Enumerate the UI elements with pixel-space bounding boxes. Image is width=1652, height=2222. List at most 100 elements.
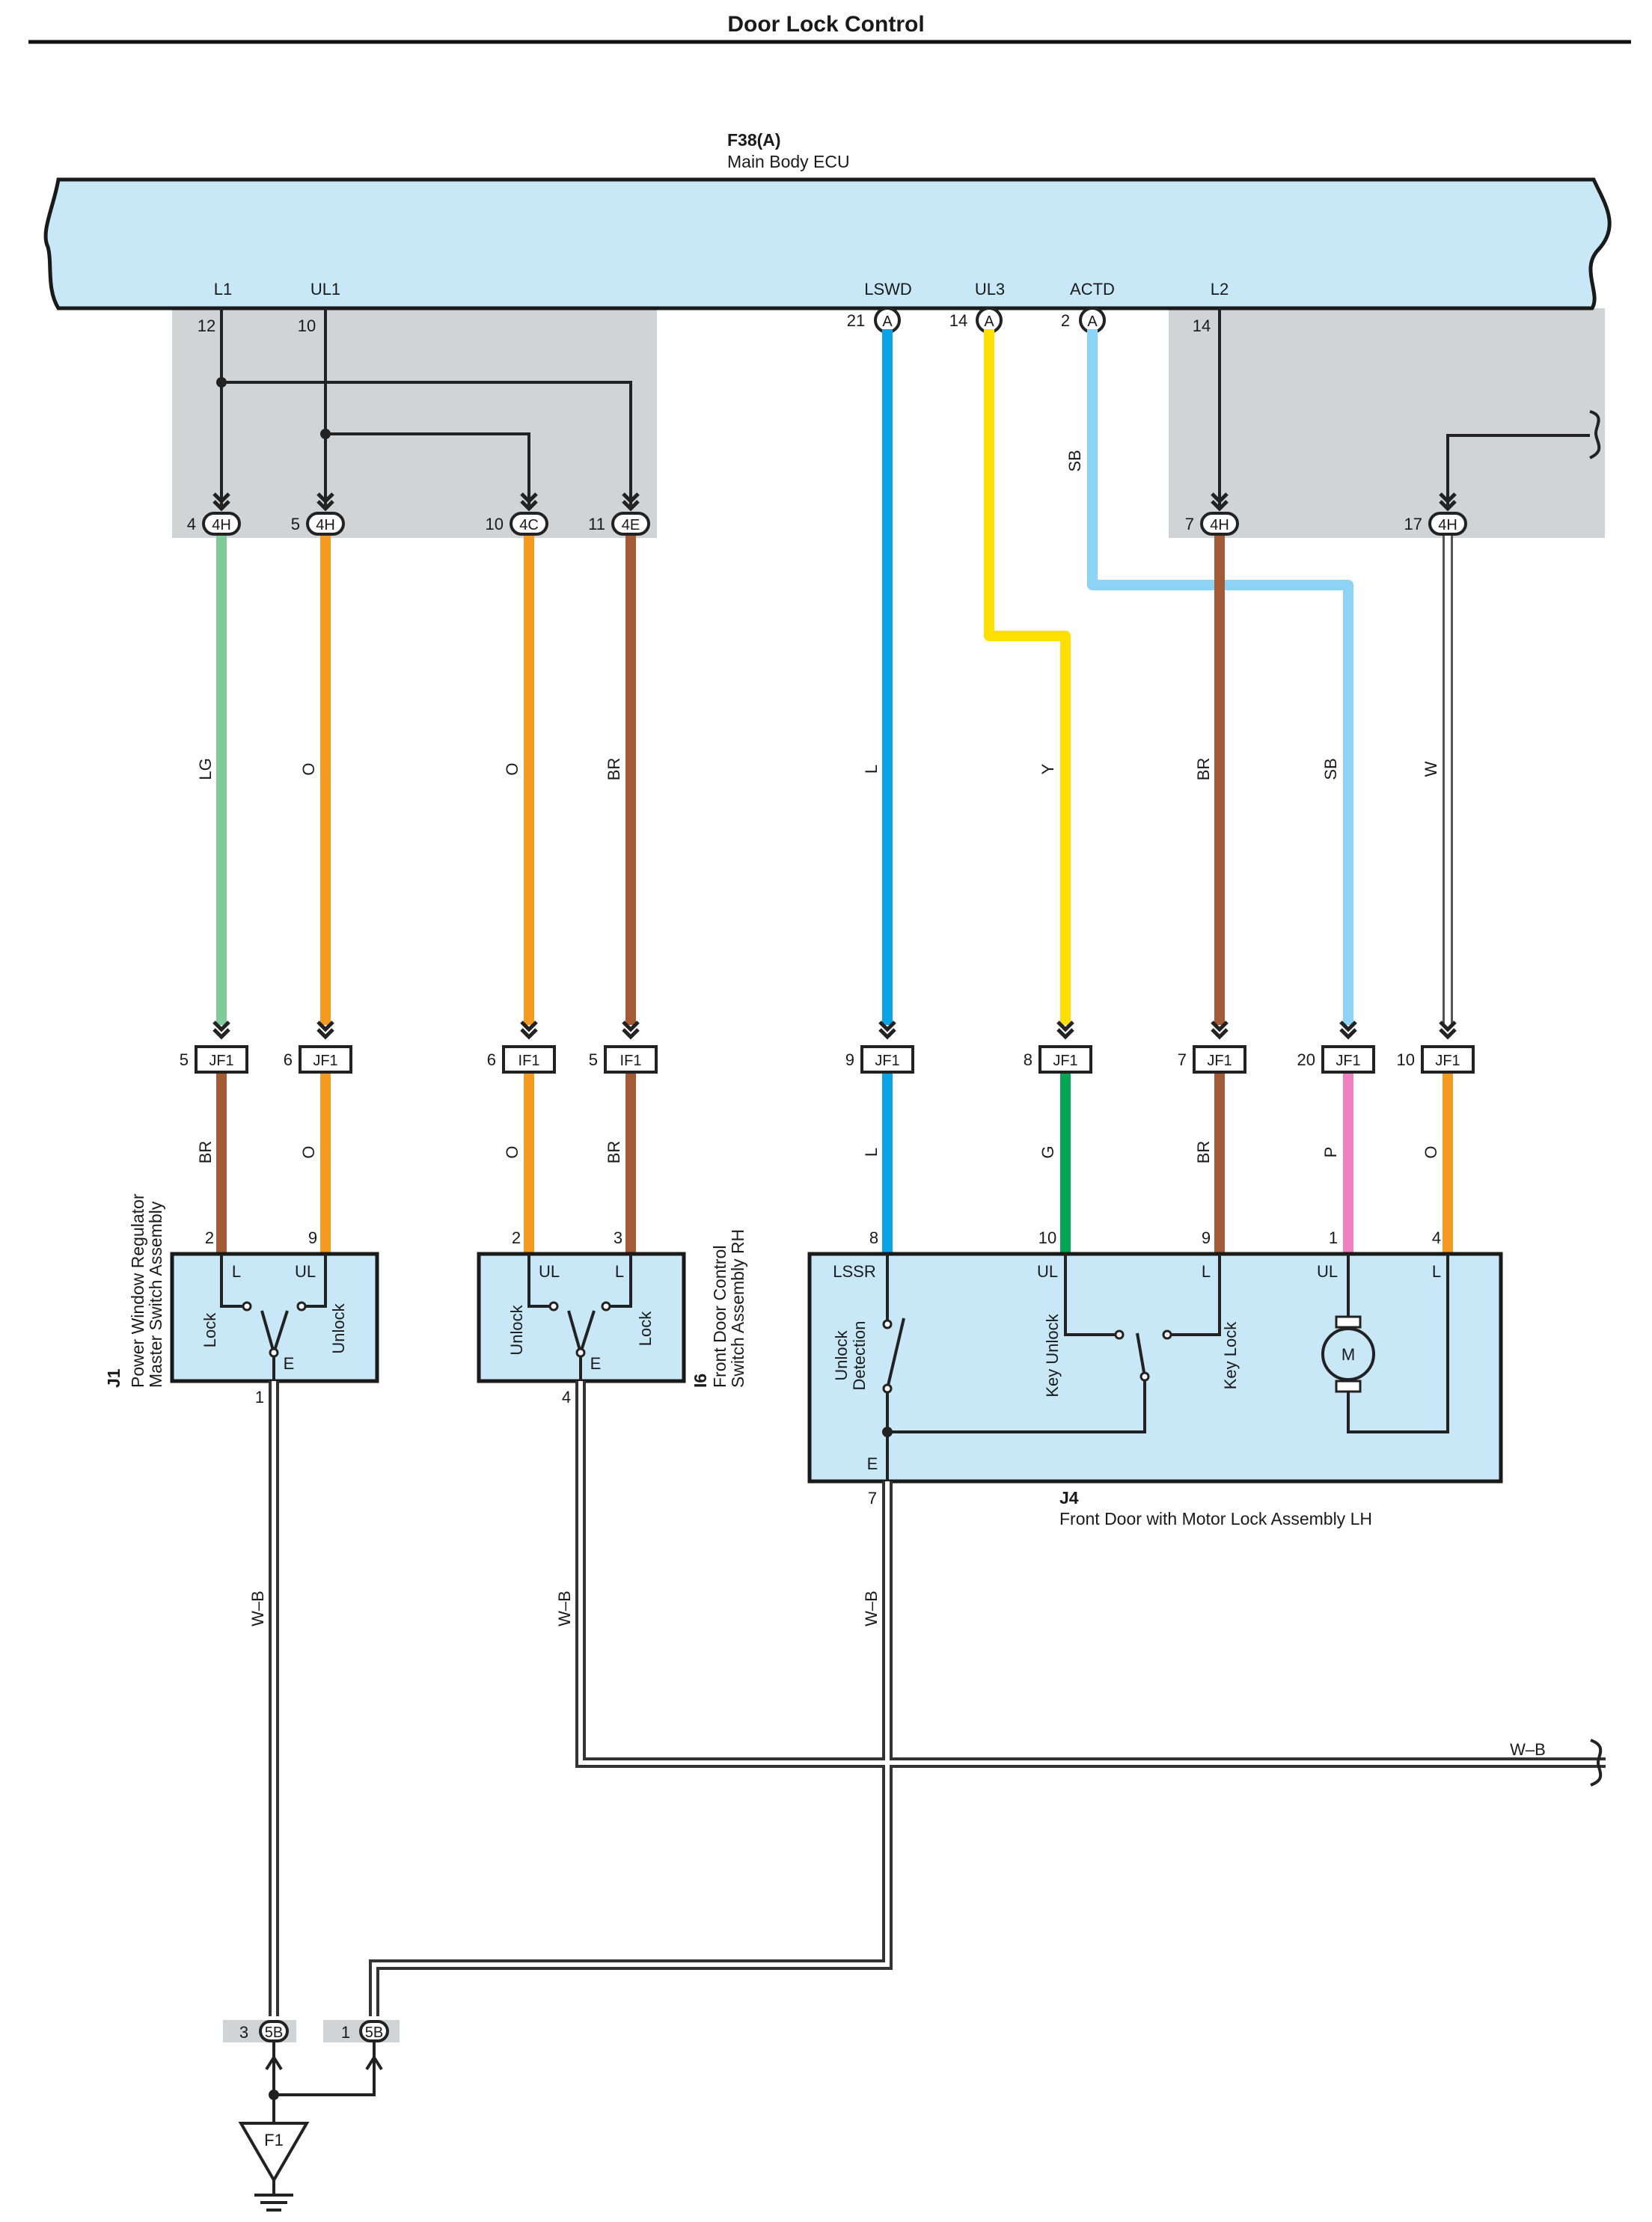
mid-connector-jf1-6: JF1 6 xyxy=(284,1045,352,1074)
splice-l1 xyxy=(216,377,227,388)
svg-text:IF1: IF1 xyxy=(620,1053,642,1069)
ecu-terminal-ul1: UL1 xyxy=(310,280,340,299)
component-pin-7: 1 xyxy=(1329,1228,1338,1247)
i6-ground-pin: 4 xyxy=(562,1388,571,1407)
upper-connector-4h-7: 4H7 xyxy=(1185,512,1239,536)
upper-wire-label-7: SB xyxy=(1321,758,1340,780)
upper-connector-4h-17: 4H 17 xyxy=(1404,512,1467,536)
ecu-terminal-ul3: UL3 xyxy=(975,280,1005,299)
ecu-pin-ul1: 10 xyxy=(298,316,316,335)
j4-key-lock: Key Lock xyxy=(1221,1321,1240,1389)
i6-terminal-ul: UL xyxy=(539,1262,560,1281)
svg-text:IF1: IF1 xyxy=(518,1053,540,1069)
j4-name: Front Door with Motor Lock Assembly LH xyxy=(1059,1509,1372,1528)
svg-text:20: 20 xyxy=(1297,1050,1315,1069)
shade-left xyxy=(172,308,657,538)
ground-splice xyxy=(269,2090,279,2100)
component-pin-4: 8 xyxy=(869,1228,878,1247)
ecu-pin-lswd: 21 xyxy=(847,311,865,330)
i6-terminal-e: E xyxy=(590,1354,602,1373)
lower-wire-label-0: BR xyxy=(196,1141,215,1164)
svg-text:A: A xyxy=(984,313,994,330)
upper-wire-label-6: BR xyxy=(1194,758,1213,781)
j1-code: J1 xyxy=(104,1368,123,1388)
ground-tree xyxy=(265,2042,383,2123)
j1-switch-lock: Lock xyxy=(201,1312,219,1347)
svg-text:JF1: JF1 xyxy=(1435,1053,1460,1069)
component-pin-0: 2 xyxy=(205,1228,214,1247)
component-pin-3: 3 xyxy=(614,1228,622,1247)
component-j4: LSSR UL L UL L M xyxy=(807,1252,1503,1528)
mid-connector-if1-6: IF1 6 xyxy=(487,1045,556,1074)
ecu-terminal-l2: L2 xyxy=(1211,280,1229,299)
j4-key-unlock: Key Unlock xyxy=(1043,1313,1062,1397)
ecu-pin-l2: 14 xyxy=(1193,316,1211,335)
svg-text:M: M xyxy=(1342,1345,1355,1364)
lower-wire-label-3: BR xyxy=(605,1141,623,1164)
svg-text:1: 1 xyxy=(341,2023,350,2042)
upper-wire-label-5: Y xyxy=(1038,763,1057,774)
splice-ul1 xyxy=(320,429,331,439)
svg-text:5B: 5B xyxy=(365,2024,383,2041)
ecu-pin-ul3: 14 xyxy=(949,311,967,330)
svg-text:6: 6 xyxy=(284,1050,293,1069)
j1-terminal-e: E xyxy=(284,1354,295,1373)
svg-text:17: 17 xyxy=(1404,515,1422,533)
i6-name-line1: Front Door Control xyxy=(710,1246,729,1388)
ecu-code: F38(A) xyxy=(727,130,781,150)
component-pin-1: 9 xyxy=(308,1228,317,1247)
i6-code: I6 xyxy=(691,1374,710,1388)
mid-connector-if1-5: IF1 5 xyxy=(589,1045,658,1074)
lower-wire-label-4: L xyxy=(862,1148,881,1157)
svg-text:5: 5 xyxy=(180,1050,189,1069)
svg-text:9: 9 xyxy=(845,1050,854,1069)
svg-text:4H: 4H xyxy=(212,517,231,533)
upper-wire-label-1: O xyxy=(299,762,318,775)
ecu-pin-l1: 12 xyxy=(198,316,215,335)
colored-wires xyxy=(216,329,1453,1254)
i6-switch-lock: Lock xyxy=(636,1311,655,1346)
j4-ground-splice xyxy=(882,1427,893,1437)
svg-text:4H: 4H xyxy=(316,517,335,533)
j1-ground-pin: 1 xyxy=(255,1388,264,1407)
diagram-title: Door Lock Control xyxy=(727,12,924,37)
component-pin-2: 2 xyxy=(512,1228,521,1247)
upper-wire-label-2: O xyxy=(503,762,521,775)
svg-text:6: 6 xyxy=(487,1050,496,1069)
ground-point-f1: F1 xyxy=(238,2122,310,2212)
j4-code: J4 xyxy=(1059,1488,1079,1508)
j4-terminal-lssr: LSSR xyxy=(833,1262,875,1281)
svg-text:7: 7 xyxy=(1185,515,1194,533)
svg-text:11: 11 xyxy=(588,515,605,533)
j4-ground-pin: 7 xyxy=(868,1489,877,1508)
svg-text:5: 5 xyxy=(589,1050,598,1069)
svg-text:A: A xyxy=(1087,313,1098,330)
bottom-connector-1: 5B 3 xyxy=(239,2020,289,2042)
lower-wire-label-5: G xyxy=(1038,1145,1057,1158)
ecu-connector-a-actd: A xyxy=(1079,307,1106,334)
svg-text:JF1: JF1 xyxy=(313,1053,337,1069)
upper-wire-label-4: L xyxy=(862,765,881,774)
i6-switch-unlock: Unlock xyxy=(507,1304,526,1355)
j1-name-line2: Master Switch Assembly xyxy=(146,1201,165,1388)
upper-connector-4h-5: 4H5 xyxy=(291,512,345,536)
ecu-connector-a-lswd: A xyxy=(874,307,901,334)
component-pin-8: 4 xyxy=(1432,1228,1441,1247)
ecu-terminal-lswd: LSWD xyxy=(864,280,912,299)
svg-text:4H: 4H xyxy=(1438,517,1457,533)
ground-wire-label-right: W–B xyxy=(1510,1740,1546,1759)
j1-name-line1: Power Window Regulator xyxy=(128,1193,147,1388)
lower-wire-label-7: P xyxy=(1321,1147,1340,1158)
j4-unlock-detection-1: Unlock xyxy=(832,1329,851,1380)
lower-wire-label-1: O xyxy=(299,1145,318,1158)
bottom-connector-2: 5B 1 xyxy=(341,2020,389,2042)
j4-terminal-ul-2: UL xyxy=(1317,1262,1338,1281)
